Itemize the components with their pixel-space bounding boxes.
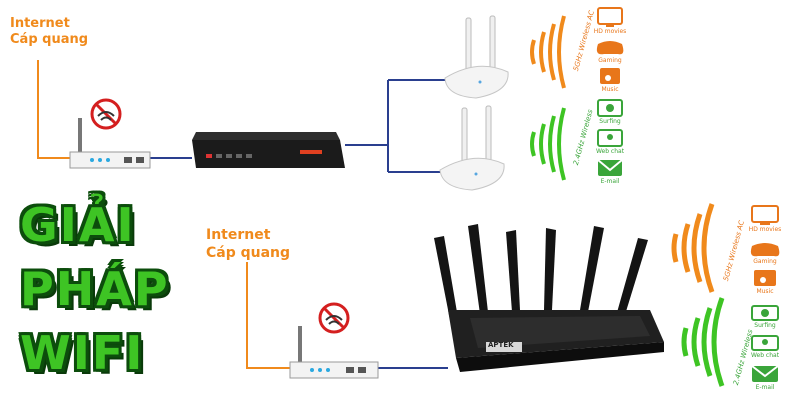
surfing-icon (597, 99, 623, 117)
gaming-icon (596, 41, 624, 55)
surfing-icon (751, 305, 779, 321)
web-chat-icon (751, 335, 779, 351)
slogan-line-2: PHÁP (20, 262, 170, 316)
service-label: Gaming (598, 57, 622, 64)
wifi-waves-5g-top (530, 15, 566, 89)
wifi-waves-5g-bottom (671, 203, 715, 293)
service-icons-top (596, 7, 624, 176)
fiber-line-top (37, 60, 70, 159)
web-chat-icon (597, 129, 623, 147)
service-label: HD movies (593, 28, 627, 35)
slogan-line-3: WIFI (20, 326, 145, 380)
internet-label: Internet (206, 227, 271, 243)
access-point-middle (439, 105, 505, 191)
hd-movies-icon (597, 7, 623, 27)
gaming-router (434, 224, 664, 372)
service-label: Surfing (754, 322, 776, 329)
internet-source-label-bottom: Internet Cáp quang (206, 226, 290, 262)
fiber-label: Cáp quang (206, 245, 291, 261)
wifi-waves-24g-bottom (681, 297, 725, 387)
slogan-line-1: GIẢI (20, 198, 136, 252)
router-brand-label: APTEK (488, 341, 514, 349)
gaming-icon (750, 243, 780, 257)
service-label: Gaming (753, 258, 777, 265)
fiber-cables (37, 60, 448, 369)
music-icon (754, 270, 776, 286)
modem-bottom (289, 326, 379, 379)
central-router-box (192, 132, 345, 168)
hd-movies-icon (751, 205, 779, 225)
service-label: E-mail (755, 384, 775, 391)
lan-cable-switch-to-aps (345, 79, 445, 173)
internet-source-label-top: Internet Cáp quang (10, 16, 88, 48)
router-antennas (434, 224, 648, 320)
service-label: Web chat (750, 352, 780, 359)
service-label: Music (756, 288, 774, 295)
modem-top (69, 118, 151, 169)
fiber-label: Cáp quang (10, 32, 89, 47)
internet-label: Internet (10, 16, 70, 31)
service-icons-bottom (750, 205, 780, 382)
service-label: E-mail (600, 178, 620, 185)
email-icon (597, 159, 623, 176)
service-label: HD movies (748, 226, 782, 233)
service-label: Music (601, 86, 619, 93)
access-point-top (444, 15, 509, 99)
wifi-waves-24g-top (530, 107, 566, 181)
service-label: Surfing (599, 118, 621, 125)
service-label: Web chat (595, 148, 625, 155)
music-icon (600, 68, 620, 84)
no-wifi-icon-top (90, 98, 122, 130)
fiber-line-bottom (246, 262, 290, 369)
no-wifi-icon-bottom (318, 302, 350, 334)
email-icon (751, 365, 779, 382)
